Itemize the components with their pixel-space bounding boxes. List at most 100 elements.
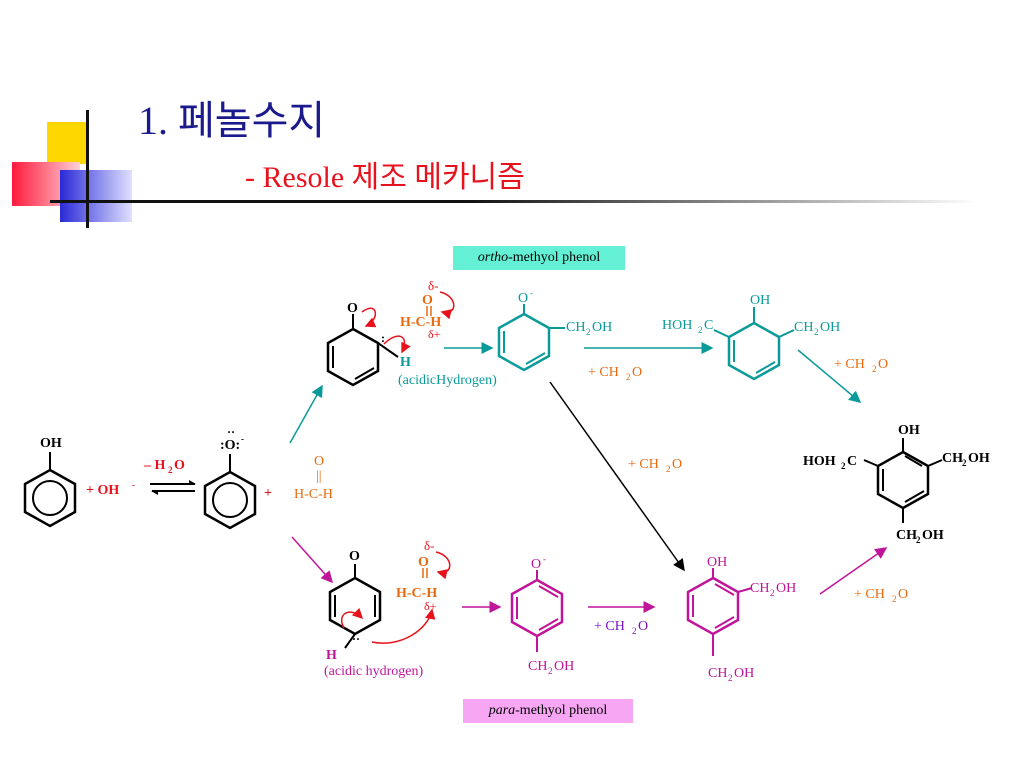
dimethylol-2-4-ch2oh-side-tail: OH [776, 581, 796, 596]
para-methylol-phenoxide: O - CH 2 OH [510, 554, 574, 676]
formaldehyde: O || H-C-H [294, 454, 333, 502]
ortho-h-label: H [400, 355, 411, 370]
phenoxide-molecule: :O: ·· - [203, 425, 257, 530]
svg-text:2: 2 [962, 458, 967, 468]
svg-text:-: - [241, 434, 244, 444]
plus-ch2o-4: + CH [594, 619, 625, 634]
ortho-label-box: ortho-methyol phenol [453, 246, 625, 270]
deco-vertical-line [86, 110, 89, 228]
svg-text:··: ·· [227, 425, 235, 439]
para-carbonyl-o: O [418, 555, 429, 570]
arrow-to-para-attack [291, 536, 333, 584]
svg-text:2: 2 [666, 464, 671, 474]
svg-text::: : [381, 331, 385, 345]
dimethylol-oh: OH [750, 293, 770, 308]
ortho-hch: H-C-H [400, 315, 441, 330]
page-subtitle: - Resole 제조 메카니즘 [245, 161, 525, 194]
svg-text:2: 2 [814, 327, 819, 337]
plus-ch2o-1: + CH [588, 365, 619, 380]
phenol-molecule: OH [23, 436, 77, 528]
dimethylol-2-4-oh: OH [707, 555, 727, 570]
para-suffix: -methyol phenol [515, 703, 608, 718]
deco-horizontal-line [50, 200, 980, 203]
svg-text:2: 2 [626, 372, 631, 382]
svg-text:2: 2 [916, 535, 921, 545]
minus-h2o-tail: O [174, 458, 185, 473]
svg-text:2: 2 [872, 364, 877, 374]
plus-ch2o-4-tail: O [638, 619, 648, 634]
arrow-to-ortho-attack [289, 384, 323, 444]
arrow-ortho-to-2-4-dimethylol [549, 381, 685, 572]
para-anion-ch2oh: CH [528, 659, 547, 674]
trimethylol-ch2oh-right: CH [942, 451, 963, 466]
plus-oh-label: + OH [86, 483, 119, 498]
svg-text:2: 2 [586, 327, 591, 337]
svg-text:-: - [132, 480, 135, 490]
plus-ch2o-1-tail: O [632, 365, 642, 380]
deco-yellow-square [47, 122, 89, 164]
phenoxide-o-label: :O: [220, 438, 240, 453]
ortho-carbonyl-o: O [422, 293, 433, 308]
dimethylol-2-4-ch2oh-side: CH [750, 581, 769, 596]
svg-text:2: 2 [841, 461, 846, 471]
svg-text:2: 2 [892, 594, 897, 604]
para-label-box: para-methyol phenol [463, 699, 633, 723]
svg-text:-: - [543, 554, 546, 564]
ortho-anion-ch2oh-tail: OH [592, 320, 612, 335]
dimethylol-hoh2c-tail: C [704, 318, 713, 333]
para-acidic-hydrogen: (acidic hydrogen) [324, 664, 423, 679]
ortho-prefix: ortho [477, 250, 509, 265]
formaldehyde-double-bond: || [316, 469, 322, 484]
para-delta-minus: δ- [424, 538, 434, 553]
para-anion-o: O [531, 557, 541, 572]
dimethylol-phenol-2-6: OH CH 2 OH HOH 2 C [662, 293, 840, 381]
formaldehyde-hch: H-C-H [294, 487, 333, 502]
svg-text:2: 2 [698, 325, 703, 335]
trimethylol-phenol: OH CH 2 OH HOH 2 C CH 2 OH [803, 423, 990, 545]
svg-text:2: 2 [728, 673, 733, 683]
plus-ch2o-2: + CH [834, 357, 865, 372]
svg-text:··: ·· [352, 632, 360, 646]
ortho-acidic-hydrogen: (acidicHydrogen) [398, 373, 497, 388]
para-hch: H-C-H [396, 586, 437, 601]
para-delta-plus: δ+ [424, 599, 437, 613]
ortho-intermediate-o: O [347, 301, 358, 316]
trimethylol-hoh2c-tail: C [847, 454, 857, 469]
plus-ch2o-5: + CH [854, 587, 885, 602]
dimethylol-2-4-ch2oh-bottom: CH [708, 666, 727, 681]
ortho-anion-o: O [518, 291, 528, 306]
trimethylol-ch2oh-bottom: CH [896, 528, 917, 543]
para-attack-intermediate: O ·· H (acidic hydrogen) δ- O H-C-H δ+ [324, 538, 451, 679]
trimethylol-oh: OH [898, 423, 920, 438]
arrow-to-trimethylol-from-top [797, 349, 862, 403]
plus-ch2o-3-tail: O [672, 457, 682, 472]
svg-text:2: 2 [632, 626, 637, 636]
para-h-label: H [326, 648, 337, 663]
deco-blue-square [60, 170, 132, 222]
svg-text:2: 2 [548, 666, 553, 676]
trimethylol-ch2oh-bottom-tail: OH [922, 528, 944, 543]
minus-h2o-label: – H [143, 458, 166, 473]
plus-ch2o-3: + CH [628, 457, 659, 472]
trimethylol-ch2oh-right-tail: OH [968, 451, 990, 466]
ortho-methylol-phenoxide: O - CH 2 OH [497, 288, 612, 372]
para-anion-ch2oh-tail: OH [554, 659, 574, 674]
ortho-attack-intermediate: O : H (acidicHydrogen) δ- O H-C-H δ+ [326, 278, 497, 388]
formaldehyde-o: O [314, 454, 324, 469]
plus-sign: + [264, 486, 272, 501]
ortho-delta-plus: δ+ [428, 327, 441, 341]
dimethylol-ch2oh: CH [794, 320, 813, 335]
dimethylol-ch2oh-tail: OH [820, 320, 840, 335]
svg-text:2: 2 [770, 588, 775, 598]
svg-text:2: 2 [168, 465, 173, 475]
trimethylol-hoh2c: HOH [803, 454, 836, 469]
dimethylol-2-4-ch2oh-bottom-tail: OH [734, 666, 754, 681]
para-prefix: para [488, 703, 516, 718]
dimethylol-hoh2c: HOH [662, 318, 692, 333]
ortho-suffix: -methyol phenol [508, 250, 601, 265]
dimethylol-phenol-2-4: OH CH 2 OH CH 2 OH [686, 555, 796, 683]
ortho-delta-minus: δ- [428, 278, 438, 293]
ortho-anion-ch2oh: CH [566, 320, 585, 335]
plus-ch2o-2-tail: O [878, 357, 888, 372]
